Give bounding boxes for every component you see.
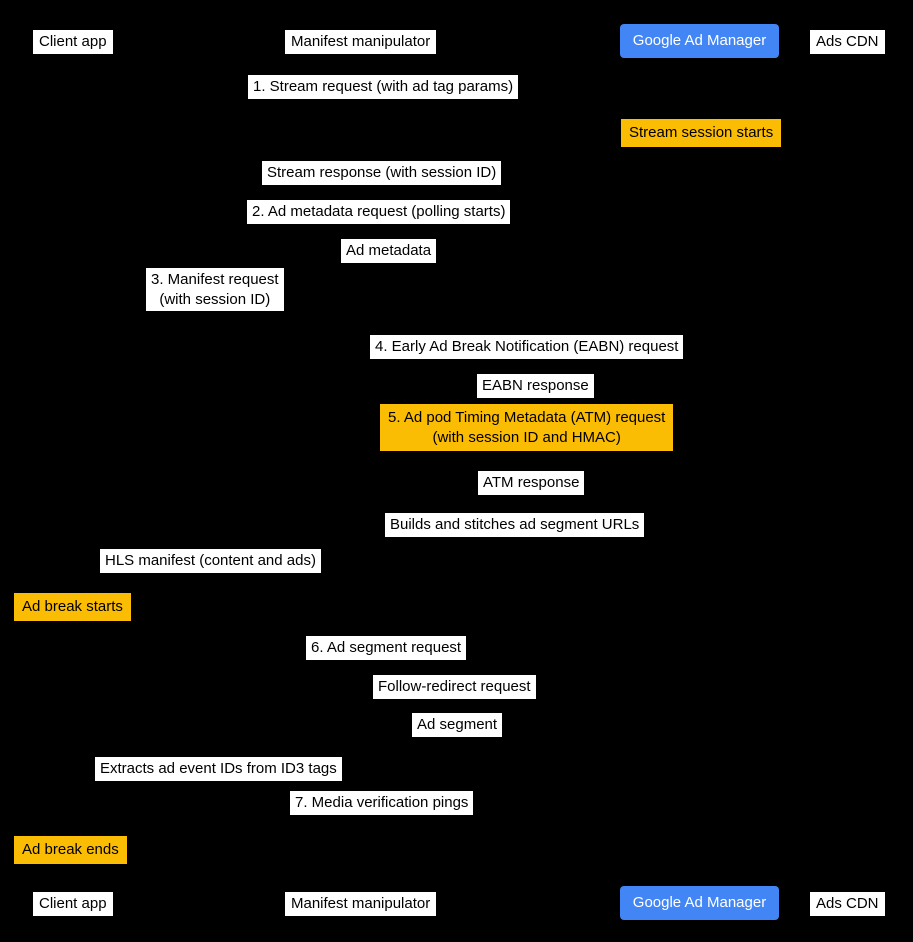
message-2-ad-metadata-request: 2. Ad metadata request (polling starts) xyxy=(247,200,511,224)
message-atm-response: ATM response xyxy=(478,471,585,495)
message-ad-segment: Ad segment xyxy=(412,713,503,737)
message-1-stream-request: 1. Stream request (with ad tag params) xyxy=(248,75,519,99)
participant-ads-cdn-bottom: Ads CDN xyxy=(810,892,885,916)
message-hls-manifest: HLS manifest (content and ads) xyxy=(100,549,321,573)
message-6-ad-segment-request: 6. Ad segment request xyxy=(306,636,467,660)
participant-google-ad-manager-top: Google Ad Manager xyxy=(620,24,779,58)
note-ad-break-ends: Ad break ends xyxy=(14,836,127,864)
participant-manifest-manipulator-bottom: Manifest manipulator xyxy=(285,892,437,916)
participant-client-app-top: Client app xyxy=(33,30,113,54)
note-stream-session-starts: Stream session starts xyxy=(621,119,782,147)
note-ad-break-starts: Ad break starts xyxy=(14,593,131,621)
message-eabn-response: EABN response xyxy=(477,374,594,398)
participant-manifest-manipulator-top: Manifest manipulator xyxy=(285,30,437,54)
participant-ads-cdn-top: Ads CDN xyxy=(810,30,885,54)
message-3-manifest-request: 3. Manifest request (with session ID) xyxy=(146,268,284,311)
message-ad-metadata: Ad metadata xyxy=(341,239,437,263)
note-5-atm-request: 5. Ad pod Timing Metadata (ATM) request … xyxy=(380,404,674,451)
participant-client-app-bottom: Client app xyxy=(33,892,113,916)
participant-google-ad-manager-bottom: Google Ad Manager xyxy=(620,886,779,920)
action-builds-and-stitches-segment-urls: Builds and stitches ad segment URLs xyxy=(385,513,645,537)
message-follow-redirect-request: Follow-redirect request xyxy=(373,675,536,699)
message-4-eabn-request: 4. Early Ad Break Notification (EABN) re… xyxy=(370,335,684,359)
message-7-media-verification-pings: 7. Media verification pings xyxy=(290,791,474,815)
action-extracts-ad-event-ids: Extracts ad event IDs from ID3 tags xyxy=(95,757,342,781)
message-stream-response: Stream response (with session ID) xyxy=(262,161,502,185)
